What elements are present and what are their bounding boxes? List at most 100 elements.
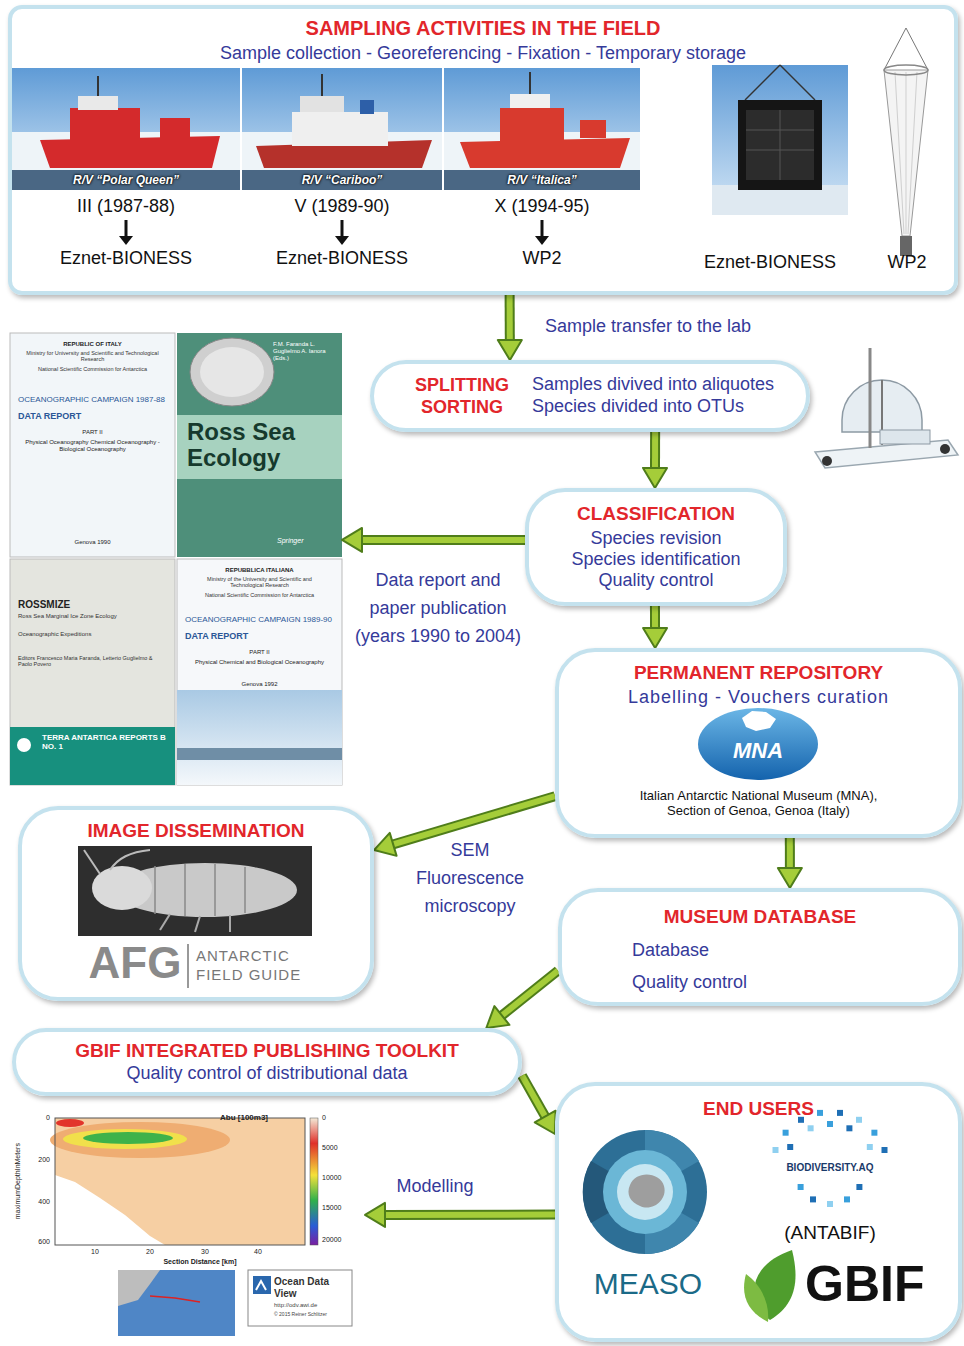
colorbar-tick: 20000 (322, 1236, 356, 1244)
cover-text: National Scientific Commission for Antar… (24, 366, 161, 372)
flow-arrow (643, 432, 667, 488)
report-covers (177, 748, 342, 760)
cover-text: REPUBLIC OF ITALY (16, 341, 169, 348)
gear-name: Eznet-BIONESS (242, 248, 442, 270)
eznet-photo (780, 65, 815, 100)
axis-tick: 30 (195, 1248, 215, 1256)
node-text: Database (632, 940, 709, 961)
report-covers (17, 738, 31, 752)
node-heading: CLASSIFICATION (577, 503, 735, 526)
gear-name: Eznet-BIONESS (12, 248, 240, 270)
arrow-head (365, 1203, 385, 1227)
sem-image (229, 915, 231, 932)
logo-text: ANTARCTIC FIELD GUIDE (196, 946, 320, 984)
arrow-shaft (650, 606, 660, 630)
campaign-year: V (1989-90) (242, 196, 442, 218)
photo-caption: R/V “Cariboo” (242, 173, 442, 187)
biodiversity-logo (882, 1147, 888, 1153)
cover-text: TERRA ANTARTICA REPORTS B NO. 1 (42, 733, 167, 751)
folsom-splitter (815, 348, 958, 468)
sem-image (214, 864, 216, 916)
cover-text: PART II (16, 429, 169, 436)
node-text: Labelling - Vouchers curation (628, 687, 889, 709)
logo-text: AFG (86, 938, 184, 988)
cover-text: OCEANOGRAPHIC CAMPAIGN 1989-90 (185, 615, 336, 624)
arrow-shaft (391, 796, 555, 845)
mna-logo (698, 708, 818, 780)
node-text: Species identification (571, 549, 740, 570)
gbif-leaf (744, 1274, 768, 1322)
logo-text: Ocean Data View (274, 1276, 350, 1299)
process-pill: GBIF INTEGRATED PUBLISHING TOOLKITQualit… (12, 1028, 522, 1096)
node-heading: SPLITTING SORTING (406, 374, 518, 418)
wp2-net (884, 65, 928, 75)
colorbar-tick: 15000 (322, 1204, 356, 1212)
cover-text: Editors Francesco Maria Faranda, Letteri… (18, 655, 155, 668)
section-plot (310, 1118, 318, 1245)
report-cover: REPUBLIC OF ITALYMinistry for University… (10, 333, 175, 557)
node-heading: GBIF INTEGRATED PUBLISHING TOOLKIT (75, 1040, 459, 1063)
down-arrow (335, 236, 349, 245)
ship-photo (242, 68, 442, 190)
axis-tick: 200 (28, 1156, 50, 1164)
axis-title: Section Distance [km] (140, 1258, 260, 1266)
axis-tick: 600 (28, 1238, 50, 1246)
biodiversity-logo (798, 1184, 804, 1190)
cover-text: National Scientific Commission for Antar… (191, 592, 328, 598)
photo-caption: R/V “Polar Queen” (12, 173, 240, 187)
node-heading: MUSEUM DATABASE (562, 906, 958, 928)
arrow-shaft (360, 537, 525, 543)
ship-photo (97, 76, 99, 96)
edge-label: Data report and paper publication (years… (352, 566, 524, 650)
section-plot (50, 1118, 352, 1336)
arrow-shaft (522, 1076, 546, 1119)
biodiversity-logo (867, 1144, 873, 1150)
ship-photo (529, 72, 531, 94)
wp2-net (895, 72, 904, 234)
ship-photo (78, 96, 118, 110)
node-heading: END USERS (559, 1098, 958, 1120)
ship-photo (300, 96, 344, 112)
flow-arrow (498, 295, 522, 360)
report-covers (177, 559, 342, 785)
arrow-shaft (652, 606, 658, 630)
axis-tick: 0 (28, 1114, 50, 1122)
colorbar-tick: 0 (322, 1114, 356, 1122)
arrow-shaft (507, 295, 513, 342)
node-heading: PERMANENT REPOSITORY (634, 662, 883, 685)
eznet-photo (745, 65, 780, 100)
ship-photo (12, 68, 640, 190)
ship-photo (444, 68, 640, 190)
node-heading: IMAGE DISSEMINATION (87, 820, 304, 843)
arrow-head (342, 528, 362, 552)
arrow-shaft (787, 838, 793, 870)
section-plot (55, 1118, 305, 1245)
cover-text: Ross Sea Ecology (187, 419, 336, 471)
report-cover: REPUBBLICA ITALIANAMinistry of the Unive… (177, 559, 342, 785)
biodiversity-logo (856, 1184, 862, 1190)
axis-tick: 20 (140, 1248, 160, 1256)
axis-tick: 40 (248, 1248, 268, 1256)
arrow-shaft (391, 796, 555, 845)
section-plot (83, 1132, 173, 1144)
biodiversity-logo (810, 1196, 816, 1202)
ship-photo (12, 68, 240, 190)
arrow-shaft (383, 1212, 555, 1218)
report-covers (177, 415, 342, 479)
section-plot (256, 1281, 266, 1290)
cover-text: REPUBBLICA ITALIANA (183, 567, 336, 574)
biodiversity-logo (856, 1117, 862, 1123)
arrow-head (643, 468, 667, 488)
sem-image (244, 867, 246, 913)
arrow-head (535, 1111, 556, 1134)
biodiversity-logo (871, 1130, 877, 1136)
ship-photo (12, 170, 240, 190)
ship-photo (160, 118, 190, 138)
biodiversity-logo (787, 1144, 793, 1150)
edge-label: Sample transfer to the lab (545, 316, 825, 338)
measo-map (617, 1164, 673, 1220)
cover-text: Physical Chemical and Biological Oceanog… (189, 659, 330, 666)
arrow-shaft (500, 971, 558, 1017)
cover-text: Ross Sea Marginal Ice Zone Ecology (18, 613, 167, 620)
logo-text: http://odv.awi.de (274, 1302, 317, 1309)
